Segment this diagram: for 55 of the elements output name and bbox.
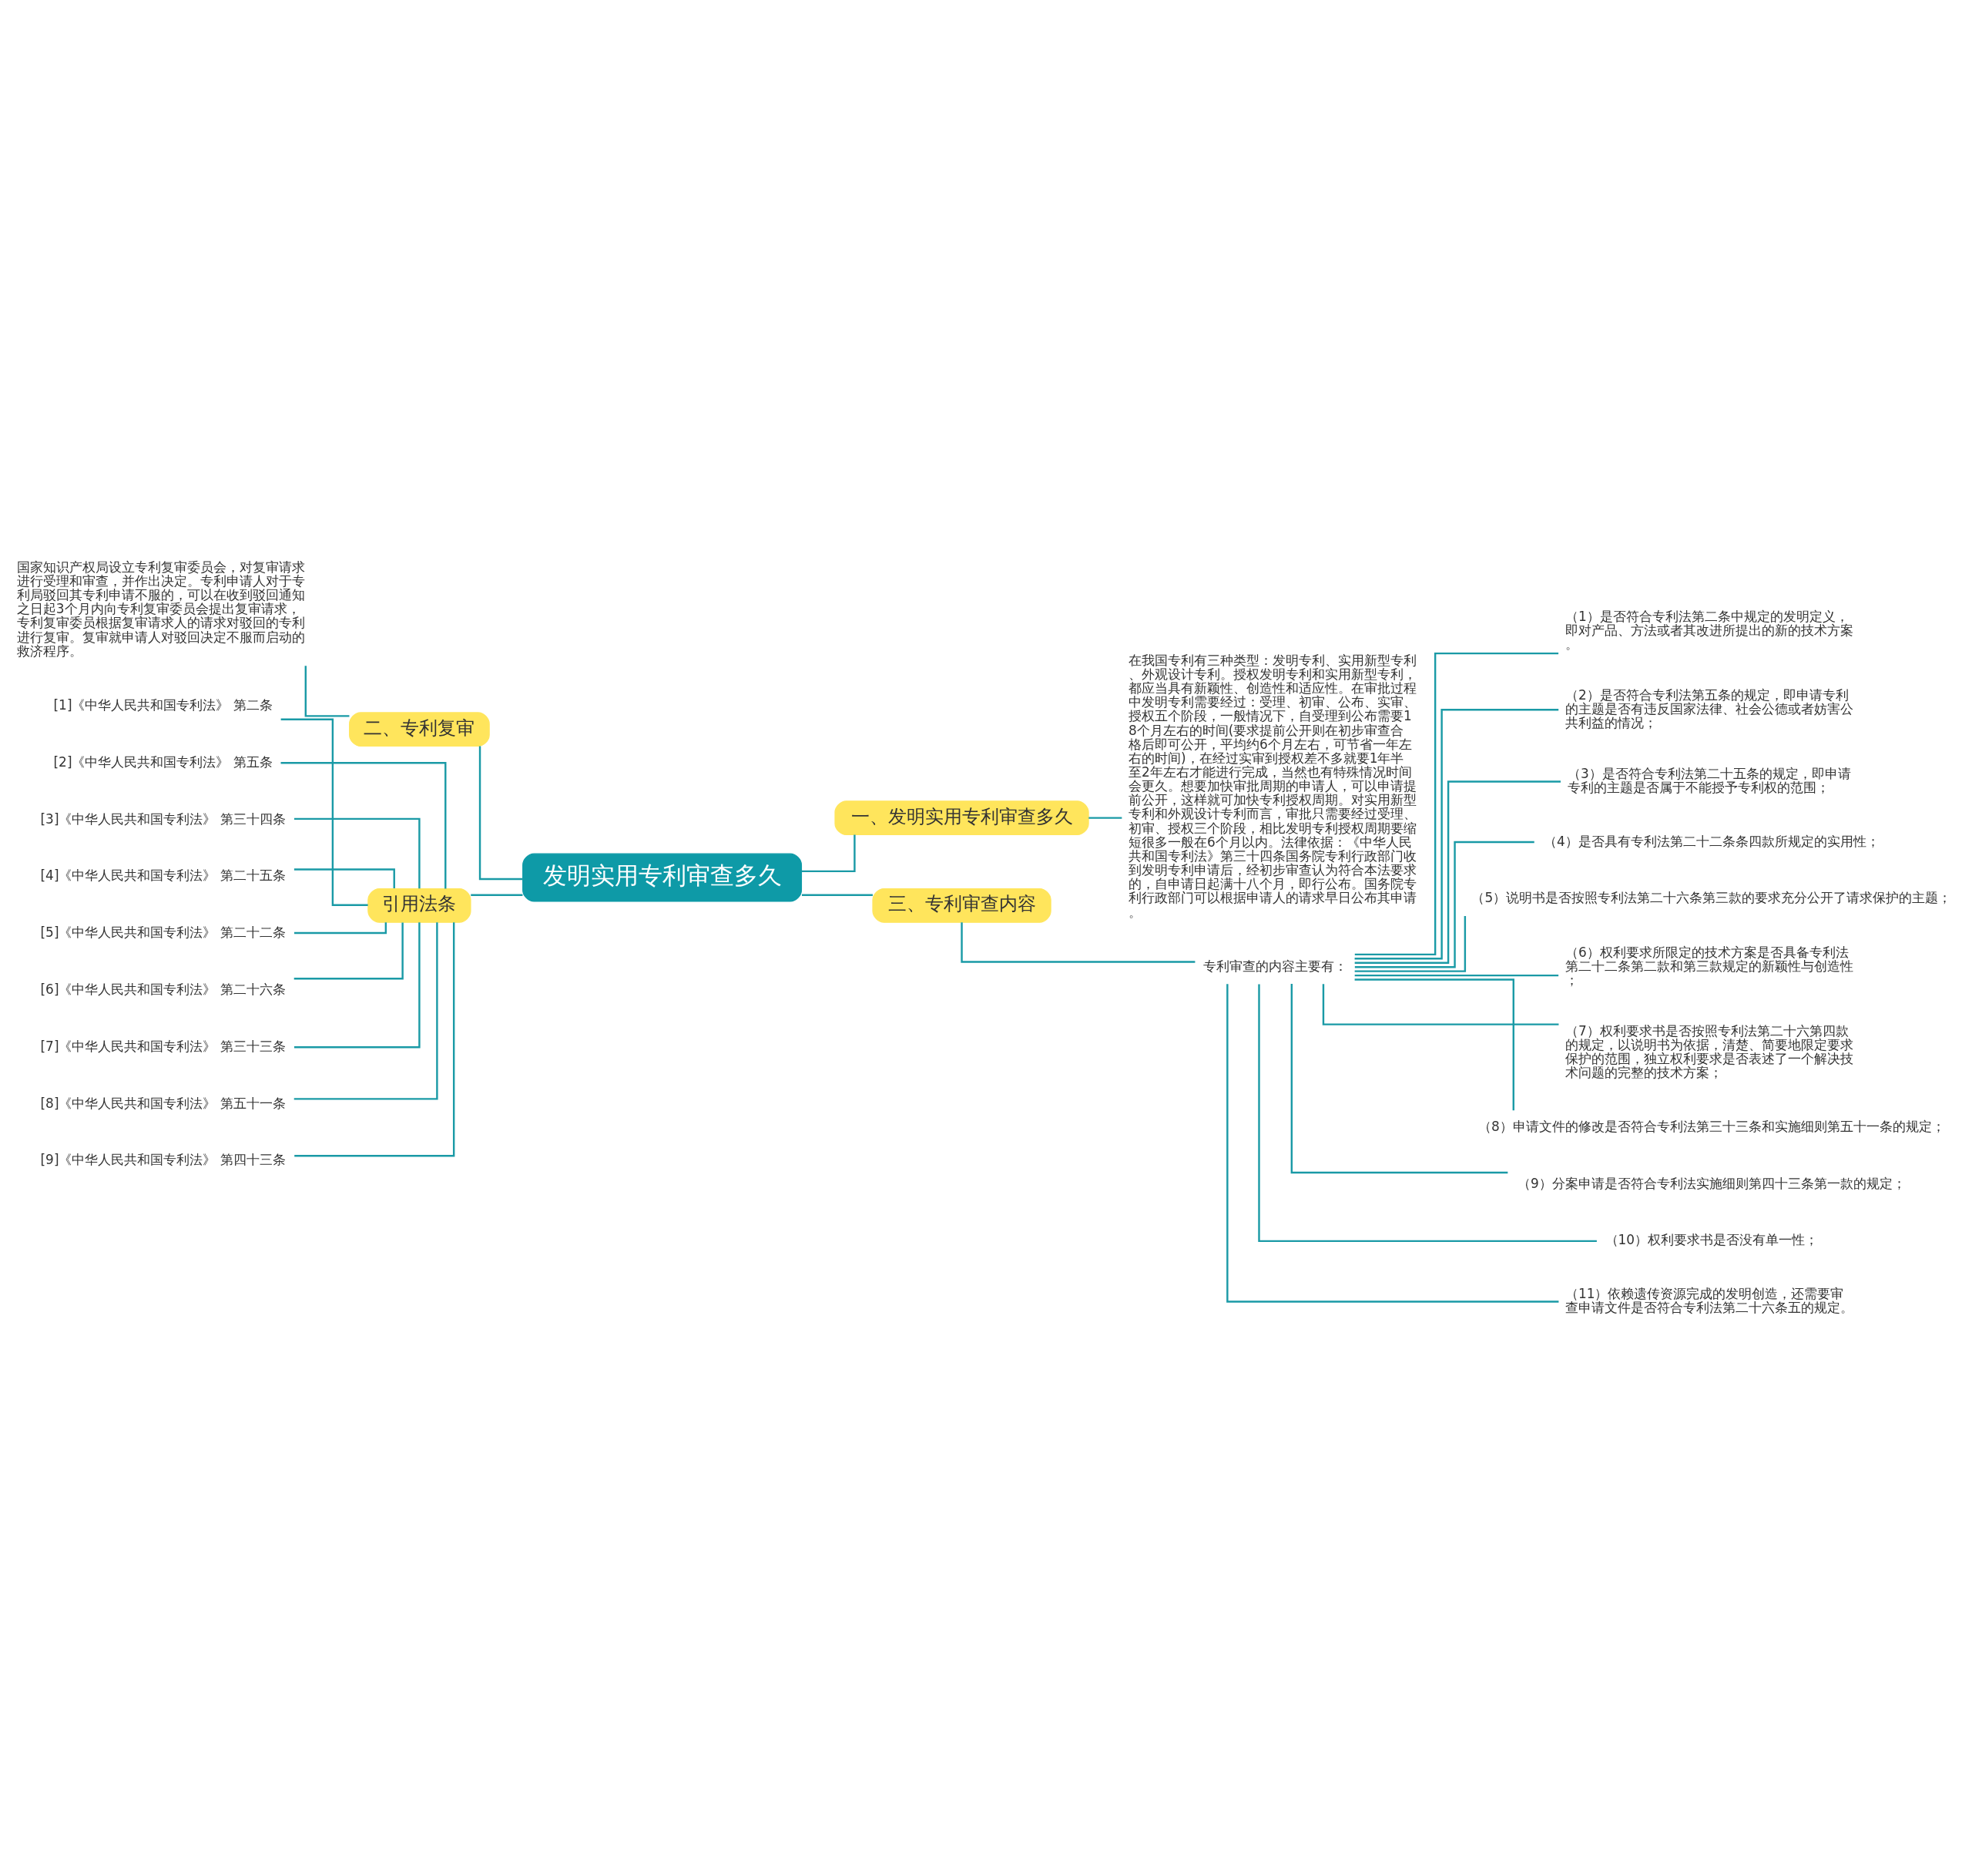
node-text: [2]《中华人民共和国专利法》 第五条 <box>53 753 273 770</box>
node-text: （5）说明书是否按照专利法第二十六条第三款的要求充分公开了请求保护的主题； <box>1471 889 1952 905</box>
node-text: （8）申请文件的修改是否符合专利法第三十三条和实施细则第五十一条的规定； <box>1477 1118 1945 1134</box>
node-box: 二、专利复审 <box>349 711 490 747</box>
connector <box>293 921 404 980</box>
node-text: [4]《中华人民共和国专利法》 第二十五条 <box>40 867 286 883</box>
connector <box>293 817 421 888</box>
connector <box>293 921 421 1048</box>
connector <box>280 718 368 906</box>
connector <box>304 665 350 717</box>
node-text: 在我国专利有三种类型：发明专利、实用新型专利、外观设计专利。授权发明专利和实用新型专利，都应当具有新颖性、创造性和适应性。在审批过程中发明专利需要经过：受理、初审、公布、实审、授权五个阶段，一般情况下，自受理到公布需要18个月左右的时间(要求提前公开则在初步审查合格后即可公开，平均约6个月左右，可节省一年左右的时间)，在经过实审到授权差不多就要1年半至2年左右才能进行完成，当然也有特殊情况时间会更久。想要加快审批周期的申请人，可以申请提前公开，这样就可加快专利授权周期。对实用新型专利和外观设计专利而言，审批只需要经过受理、初审、授权三个阶段，相比发明专利授权周期要缩短很多一般在6个月以内。法律依据：《中华人民共和国专利法》第三十四条国务院专利行政部门收到发明专利申请后，经初步审查认为符合本法要求的，自申请日起满十八个月，即行公布。国务院专利行政部门可以根据申请人的请求早日公布其申请。 <box>1129 652 1417 920</box>
connector <box>1226 983 1559 1303</box>
connector <box>1354 652 1559 955</box>
connector <box>1354 708 1559 959</box>
connector <box>961 921 1196 963</box>
node-text: （6）权利要求所限定的技术方案是否具备专利法第二十二条第二款和第三款规定的新颖性与创造性； <box>1565 944 1853 988</box>
connector <box>293 921 438 1100</box>
connector <box>471 894 523 896</box>
connector <box>1088 816 1122 819</box>
node-text: [5]《中华人民共和国专利法》 第二十二条 <box>40 924 286 940</box>
node-box: 一、发明实用专利审查多久 <box>834 800 1089 835</box>
node-text: 国家知识产权局设立专利复审委员会，对复审请求进行受理和审查，并作出决定。专利申请人对于专利局驳回其专利申请不服的，可以在收到驳回通知之日起3个月内向专利复审委员会提出复审请求，专利复审委员根据复审请求人的请求对驳回的专利进行复审。复审就申请人对驳回决定不服而启动的救济程序。 <box>16 559 305 659</box>
connector <box>294 921 455 1156</box>
connector <box>1354 915 1467 972</box>
node-box: 引用法条 <box>367 888 471 923</box>
node-text: （3）是否符合专利法第二十五条的规定，即申请专利的主题是否属于不能授予专利权的范围； <box>1567 765 1851 795</box>
node-text: [6]《中华人民共和国专利法》 第二十六条 <box>40 981 286 997</box>
connector <box>294 921 387 934</box>
node-text: （7）权利要求书是否按照专利法第二十六第四款的规定，以说明书为依据，清楚、简要地限定要求保护的范围，独立权利要求是否表述了一个解决技术问题的完整的技术方案； <box>1565 1022 1853 1080</box>
node-text: [7]《中华人民共和国专利法》 第三十三条 <box>40 1038 286 1054</box>
connector <box>1354 841 1534 968</box>
node-text: （10）权利要求书是否没有单一性； <box>1605 1231 1819 1247</box>
connector <box>478 746 523 880</box>
node-text: [3]《中华人民共和国专利法》 第三十四条 <box>40 810 286 827</box>
connector <box>1258 983 1597 1242</box>
node-text: （11）依赖遗传资源完成的发明创造，还需要审查申请文件是否符合专利法第二十六条五的规定。 <box>1565 1285 1853 1315</box>
node-text: （1）是否符合专利法第二条中规定的发明定义，即对产品、方法或者其改进所提出的新的技术方案。 <box>1565 608 1853 652</box>
connector <box>1354 974 1559 976</box>
connector <box>1354 978 1514 1110</box>
connector <box>1354 780 1561 964</box>
node-text: （2）是否符合专利法第五条的规定，即申请专利的主题是否有违反国家法律、社会公德或者妨害公共利益的情况； <box>1565 686 1853 730</box>
connector <box>801 834 856 872</box>
node-box: 三、专利审查内容 <box>872 888 1051 923</box>
connector <box>801 894 873 896</box>
node-text: [8]《中华人民共和国专利法》 第五十一条 <box>40 1095 286 1111</box>
node-box: 发明实用专利审查多久 <box>522 853 803 901</box>
connector <box>1322 983 1559 1025</box>
node-text: （9）分案申请是否符合专利法实施细则第四十三条第一款的规定； <box>1517 1175 1906 1191</box>
connector <box>293 868 395 888</box>
node-text: 专利审查的内容主要有： <box>1202 958 1347 974</box>
connector <box>280 761 447 888</box>
connector <box>1290 983 1508 1173</box>
node-text: （4）是否具有专利法第二十二条条四款所规定的实用性； <box>1543 833 1880 849</box>
node-text: [1]《中华人民共和国专利法》 第二条 <box>53 696 273 713</box>
node-text: [9]《中华人民共和国专利法》 第四十三条 <box>40 1151 286 1167</box>
